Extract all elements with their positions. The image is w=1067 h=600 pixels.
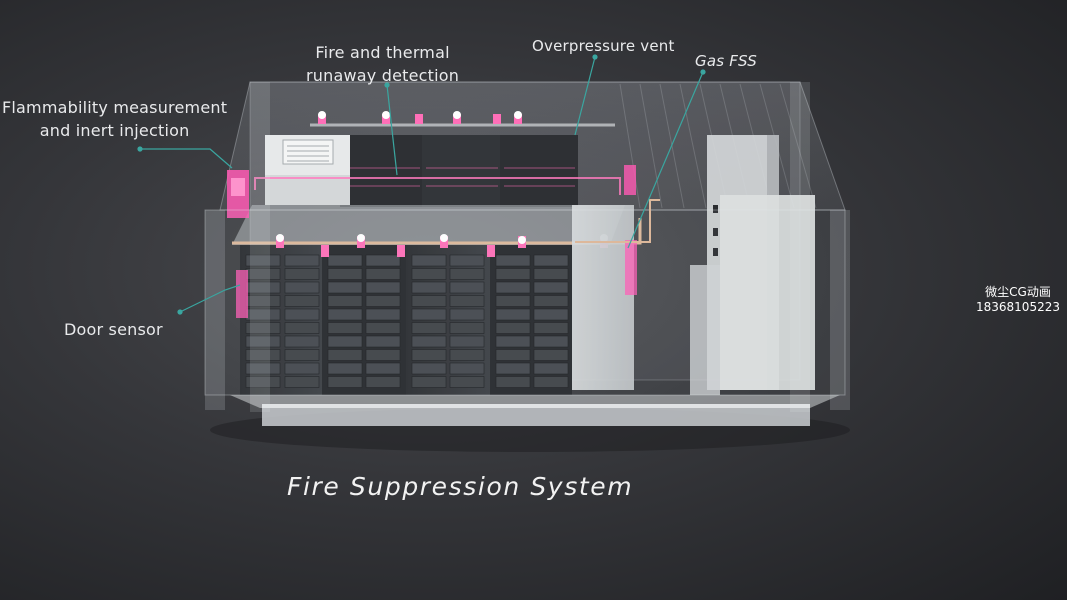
label-fire-detection: Fire and thermal runaway detection — [306, 41, 459, 87]
label-door-sensor: Door sensor — [64, 320, 163, 339]
label-overpressure-vent: Overpressure vent — [532, 37, 675, 55]
watermark-line1: 微尘CG动画 — [976, 285, 1060, 300]
back-rack-row — [340, 135, 578, 207]
label-gas-fss: Gas FSS — [695, 52, 757, 70]
label-flammability: Flammability measurement and inert injec… — [2, 96, 227, 142]
container-front-glass — [205, 210, 845, 395]
watermark: 微尘CG动画 18368105223 — [976, 285, 1060, 315]
label-fire-line2: runaway detection — [306, 64, 459, 87]
watermark-line2: 18368105223 — [976, 300, 1060, 315]
label-flammability-line2: and inert injection — [2, 119, 227, 142]
label-fire-line1: Fire and thermal — [306, 41, 459, 64]
title: Fire Suppression System — [287, 472, 633, 501]
callout-flammability — [140, 149, 232, 168]
label-flammability-line1: Flammability measurement — [2, 96, 227, 119]
hvac-unit — [265, 135, 350, 205]
